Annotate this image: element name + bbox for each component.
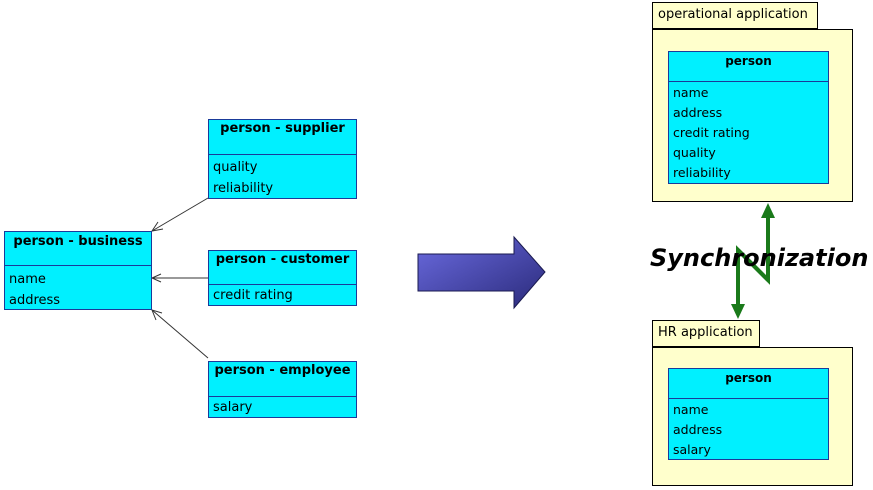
attribute: name (9, 272, 46, 287)
sync-arrow-down (736, 245, 770, 310)
class-title: person (669, 52, 828, 82)
class-person-business[interactable]: person - business name address (4, 231, 152, 310)
class-title: person - business (5, 232, 151, 266)
attribute: name (673, 85, 709, 100)
attribute: salary (673, 442, 711, 457)
attribute: address (673, 422, 723, 437)
arrowhead-supplier (150, 221, 164, 232)
arrowhead-customer (150, 273, 162, 283)
sync-arrowhead-up (761, 203, 775, 218)
attribute: quality (213, 160, 258, 175)
arrowhead-employee (151, 309, 163, 321)
attribute: address (673, 105, 723, 120)
attribute: credit rating (673, 125, 750, 140)
class-person-customer[interactable]: person - customer credit rating (208, 250, 357, 306)
inheritance-line-supplier (151, 197, 209, 232)
class-title: person (669, 369, 828, 399)
sync-arrowhead-down (731, 304, 745, 319)
inheritance-line-employee (151, 309, 209, 359)
transformation-arrow (417, 235, 546, 310)
attribute: quality (673, 145, 716, 160)
attribute: credit rating (213, 288, 293, 303)
class-title: person - supplier (209, 120, 356, 155)
attribute: reliability (673, 165, 731, 180)
attribute: salary (213, 400, 253, 415)
class-person-hr[interactable]: person name address salary (668, 368, 829, 460)
synchronization-label: Synchronization (650, 244, 869, 272)
class-title: person - customer (209, 251, 356, 285)
class-person-operational[interactable]: person name address credit rating qualit… (668, 51, 829, 184)
package-tab-operational[interactable]: operational application (652, 2, 818, 29)
class-person-employee[interactable]: person - employee salary (208, 361, 357, 418)
class-person-supplier[interactable]: person - supplier quality reliability (208, 119, 357, 199)
attribute: reliability (213, 181, 274, 196)
attribute: address (9, 293, 61, 308)
package-tab-hr[interactable]: HR application (652, 320, 760, 347)
class-title: person - employee (209, 362, 356, 397)
attribute: name (673, 402, 709, 417)
